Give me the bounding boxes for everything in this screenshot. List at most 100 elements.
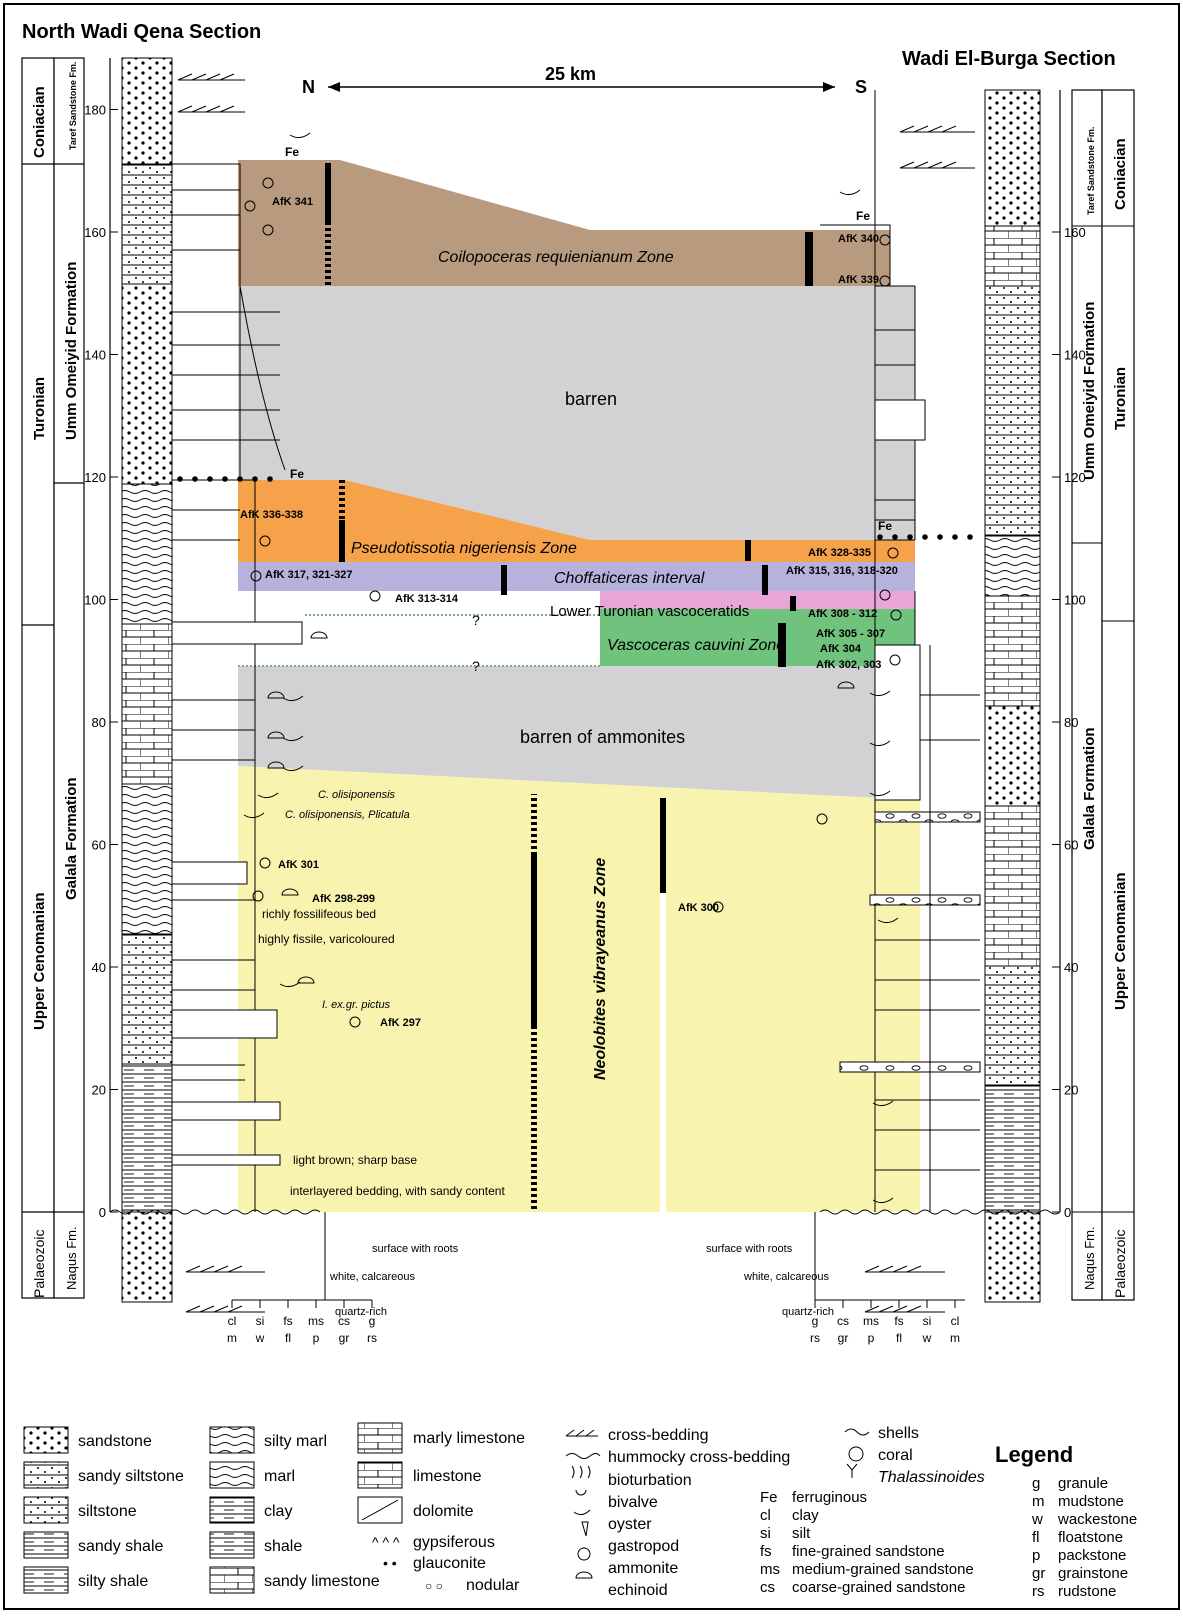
legend-shale: shale [264, 1538, 302, 1555]
right-tick-label: 60 [1064, 838, 1078, 853]
abbrev-text: wackestone [1057, 1511, 1137, 1528]
grain-label-bottom: rs [810, 1331, 820, 1345]
legend-limestone: limestone [413, 1468, 482, 1485]
legend-silty-marl: silty marl [264, 1433, 327, 1450]
abbrev-code: si [760, 1525, 771, 1542]
svg-text:○ ○: ○ ○ [425, 1579, 443, 1593]
title-north: North Wadi Qena Section [22, 21, 261, 43]
grain-label-bottom: fl [285, 1331, 291, 1345]
note-light-brown: light brown; sharp base [293, 1153, 417, 1167]
zone-lower-turonian [600, 591, 915, 609]
legend-clay: clay [264, 1503, 292, 1520]
legend-glauconite: glauconite [413, 1555, 486, 1572]
left-tick-label: 40 [92, 960, 106, 975]
abbrev-text: rudstone [1058, 1583, 1116, 1600]
label-barren-ammonites: barren of ammonites [520, 727, 685, 747]
note-left-roots: surface with roots [372, 1243, 459, 1255]
legend-nodular: nodular [466, 1577, 520, 1594]
abbrev-text: ferruginous [792, 1489, 867, 1506]
left-cross-bedding [177, 73, 265, 1313]
grain-label-top: si [923, 1314, 932, 1328]
left-stage-turonian: Turonian [31, 377, 48, 440]
right-stage-coniacian: Coniacian [1112, 138, 1129, 210]
label-barren: barren [565, 389, 617, 409]
note-highly-fissile: highly fissile, varicoloured [258, 932, 395, 946]
grain-label-top: cl [951, 1314, 960, 1328]
grain-label-top: cs [338, 1314, 350, 1328]
grain-label-top: cs [837, 1314, 849, 1328]
right-cross-bedding [864, 125, 975, 1313]
abbrev-text: medium-grained sandstone [792, 1561, 974, 1578]
grain-label-top: g [812, 1314, 819, 1328]
legend-sandy-siltstone: sandy siltstone [78, 1468, 184, 1485]
sample-afk-297: AfK 297 [380, 1017, 421, 1029]
abbrev-code: fs [760, 1543, 772, 1560]
right-stage-upper-cenomanian: Upper Cenomanian [1112, 872, 1129, 1010]
note-right-quartz: quartz-rich [782, 1306, 834, 1318]
legend-echinoid: echinoid [608, 1582, 668, 1599]
sample-afk-298-299: AfK 298-299 [312, 893, 375, 905]
outer-border [3, 3, 1180, 1610]
right-tick-label: 100 [1064, 593, 1086, 608]
note-c-olis-plicatula: C. olisiponensis, Plicatula [285, 809, 410, 821]
abbrev-text: mudstone [1058, 1493, 1124, 1510]
right-fm-umm-omeiyid: Umm Omeiyid Formation [1081, 302, 1098, 480]
question-mark-1: ? [472, 612, 480, 628]
legend-cross-bedding: cross-bedding [608, 1427, 709, 1444]
left-fe-top: Fe [285, 145, 299, 159]
note-right-roots: surface with roots [706, 1243, 793, 1255]
grain-label-bottom: p [868, 1331, 875, 1345]
grain-label-bottom: fl [896, 1331, 902, 1345]
svg-text:^ ^ ^: ^ ^ ^ [372, 1534, 400, 1550]
legend-title: Legend [995, 1442, 1073, 1467]
legend-ammonite: ammonite [608, 1560, 678, 1577]
zone-vascoceras [600, 609, 915, 666]
zone-barren [238, 286, 915, 540]
legend-gypsiferous: gypsiferous [413, 1534, 495, 1551]
abbrev-code: fl [1032, 1529, 1040, 1546]
abbrev-text: clay [792, 1507, 819, 1524]
left-stage-palaeozoic: Palaeozoic [31, 1230, 47, 1299]
left-stage-coniacian: Coniacian [31, 86, 48, 158]
right-tick-label: 40 [1064, 960, 1078, 975]
abbrev-code: g [1032, 1475, 1040, 1492]
note-richly-fossiliferous: richly fossilifeous bed [262, 907, 376, 921]
fossil-symbols [243, 132, 902, 1204]
right-unconformity [819, 1209, 1061, 1215]
grain-label-top: cl [228, 1314, 237, 1328]
grain-label-bottom: p [313, 1331, 320, 1345]
note-left-quartz: quartz-rich [335, 1306, 387, 1318]
legend-marl: marl [264, 1468, 295, 1485]
abbrev-text: silt [792, 1525, 811, 1542]
right-fe-top: Fe [856, 209, 870, 223]
label-choffaticeras: Choffaticeras interval [554, 570, 705, 587]
distance-label: 25 km [545, 64, 596, 84]
grain-label-bottom: w [922, 1331, 932, 1345]
grain-label-top: fs [894, 1314, 903, 1328]
sample-afk-340: AfK 340 [838, 233, 879, 245]
left-section: Fe Fe [21, 57, 304, 1303]
sample-afk-313-314: AfK 313-314 [395, 593, 459, 605]
sample-afk-302-303: AfK 302, 303 [816, 659, 881, 671]
legend-sandy-limestone: sandy limestone [264, 1573, 380, 1590]
legend-bioturbation: bioturbation [608, 1472, 692, 1489]
label-pseudotissotia: Pseudotissotia nigeriensis Zone [351, 540, 577, 557]
right-tick-label: 140 [1064, 348, 1086, 363]
zone-choffaticeras [238, 562, 915, 591]
right-tick-label: 160 [1064, 225, 1086, 240]
title-south: Wadi El-Burga Section [902, 48, 1116, 70]
label-coilopoceras: Coilopoceras requienianum Zone [438, 249, 674, 266]
legend-coral: coral [878, 1447, 913, 1464]
north-label: N [302, 77, 315, 97]
right-fm-naqus: Naqus Fm. [1082, 1226, 1097, 1290]
grain-label-top: fs [283, 1314, 292, 1328]
note-c-olisiponensis: C. olisiponensis [318, 789, 396, 801]
left-tick-label: 20 [92, 1083, 106, 1098]
legend-shells: shells [878, 1425, 919, 1442]
